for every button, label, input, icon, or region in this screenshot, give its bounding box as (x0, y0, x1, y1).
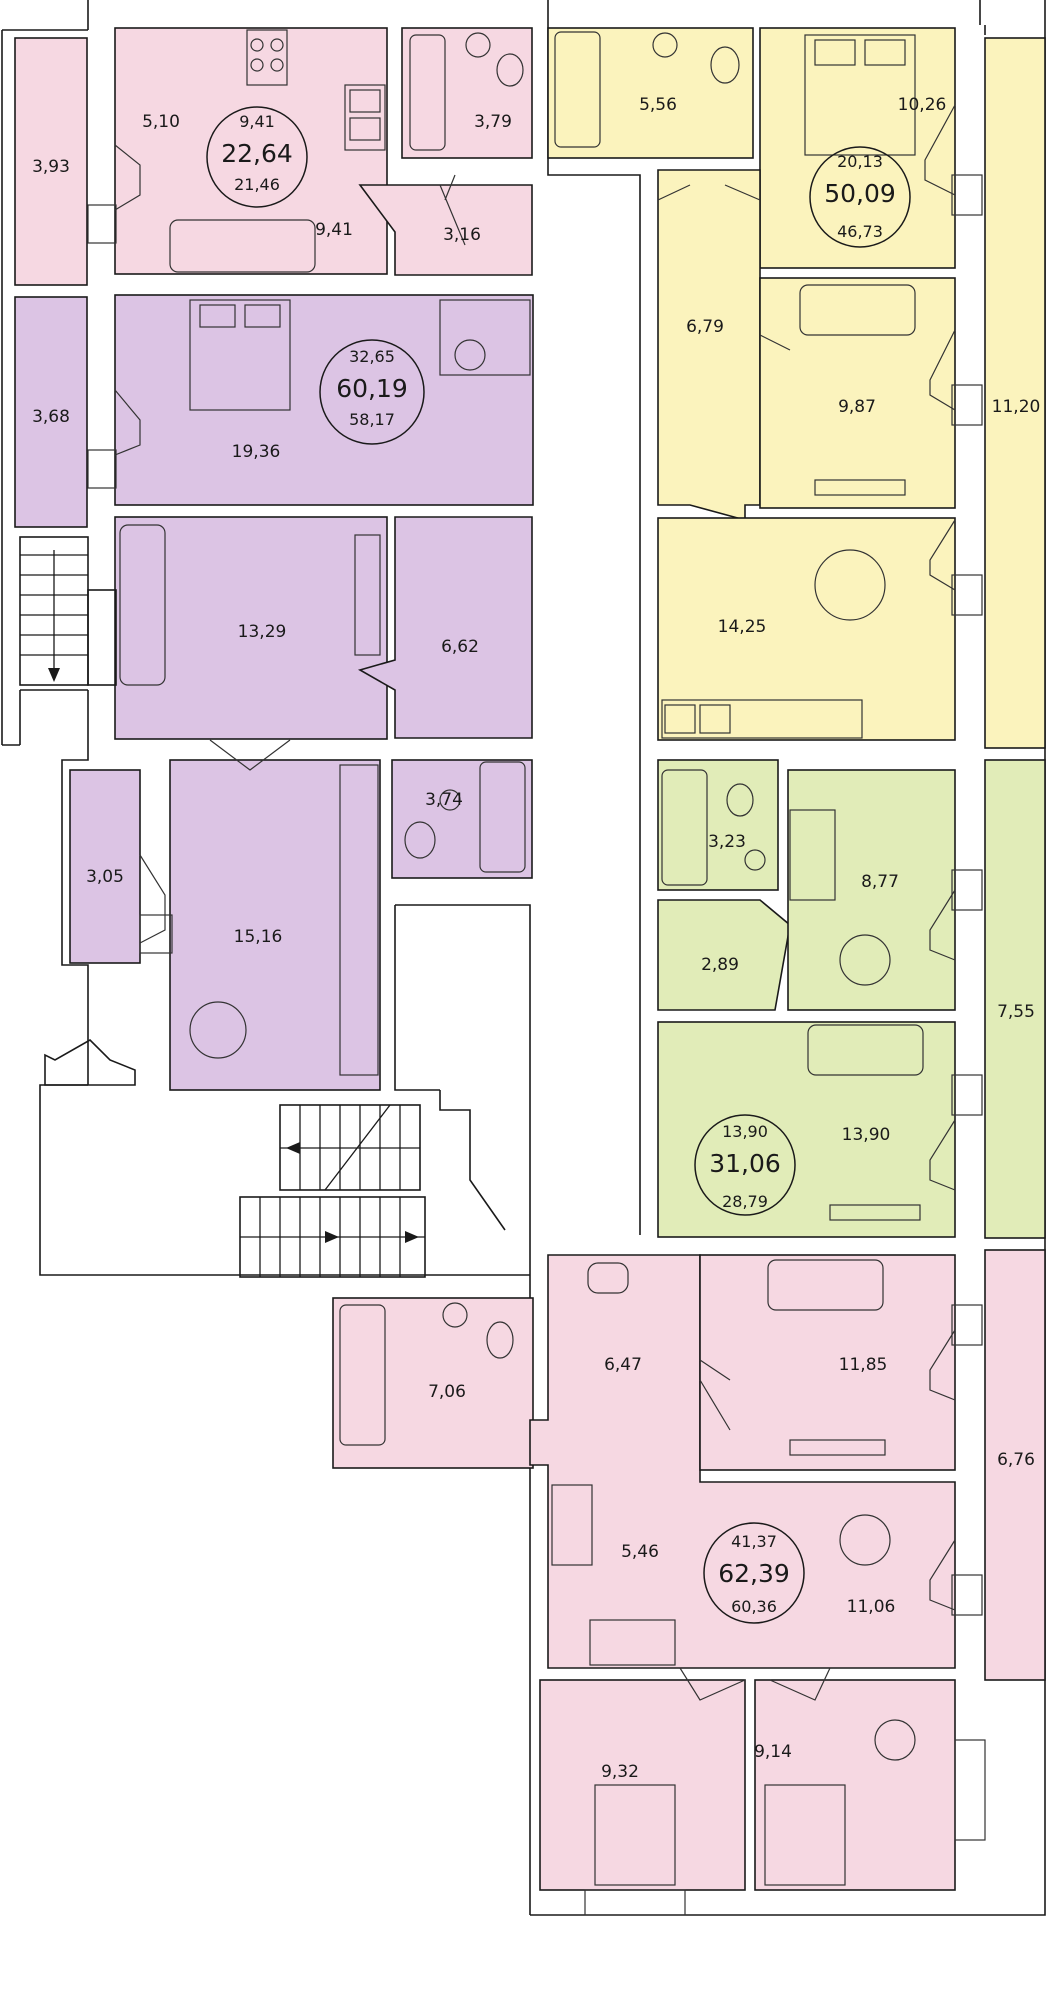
label-510: 5,10 (142, 112, 180, 132)
apartment-apt1 (14, 27, 533, 286)
apt1-total: 22,64 (221, 139, 293, 168)
label-1120: 11,20 (992, 397, 1041, 417)
room-bath-379 (401, 27, 533, 159)
stairs-left (19, 536, 117, 686)
label-305: 3,05 (86, 867, 124, 887)
room-bedroom-1026 (759, 27, 956, 269)
label-755: 7,55 (997, 1002, 1035, 1022)
label-323: 3,23 (708, 832, 746, 852)
label-1516: 15,16 (234, 927, 283, 947)
label-1329: 13,29 (238, 622, 287, 642)
label-941: 9,41 (315, 220, 353, 240)
apartment-apt2 (14, 294, 534, 1091)
label-932: 9,32 (601, 1762, 639, 1782)
room-living-1390 (657, 1021, 956, 1238)
label-877: 8,77 (861, 872, 899, 892)
apt1-living: 9,41 (239, 112, 275, 131)
room-balcony-305 (69, 769, 141, 964)
room-hall-662 (357, 516, 533, 739)
label-546: 5,46 (621, 1542, 659, 1562)
building-walls (1, 0, 1046, 1916)
apartment-apt5 (332, 1249, 1046, 1916)
apt3-area: 46,73 (837, 222, 883, 241)
apt1-area: 21,46 (234, 175, 280, 194)
apt2-living: 32,65 (349, 347, 395, 366)
apt4-area-ring (694, 1114, 796, 1216)
label-1390: 13,90 (842, 1125, 891, 1145)
label-676: 6,76 (997, 1450, 1035, 1470)
room-living-987 (759, 277, 956, 509)
room-hall-316 (358, 184, 533, 276)
apt4-area: 28,79 (722, 1192, 768, 1211)
room-balcony-393 (14, 37, 88, 286)
room-balcony-368 (14, 296, 88, 528)
label-914: 9,14 (754, 1742, 792, 1762)
labels: 3,93 5,10 9,41 3,79 3,16 9,41 22,64 21,4… (32, 95, 1040, 1782)
apt5-living: 41,37 (731, 1532, 777, 1551)
room-hall-289 (657, 899, 791, 1011)
apartment-apt3 (547, 27, 1046, 749)
label-289: 2,89 (701, 955, 739, 975)
label-556: 5,56 (639, 95, 677, 115)
label-1026: 10,26 (898, 95, 947, 115)
label-1936: 19,36 (232, 442, 281, 462)
apt2-area: 58,17 (349, 410, 395, 429)
apt3-living: 20,13 (837, 152, 883, 171)
apartment-apt4 (657, 759, 1046, 1239)
room-hall-679 (657, 169, 761, 522)
label-987: 9,87 (838, 397, 876, 417)
label-706: 7,06 (428, 1382, 466, 1402)
apt4-total: 31,06 (709, 1149, 781, 1178)
room-bath-374 (391, 759, 533, 879)
apt4-living: 13,90 (722, 1122, 768, 1141)
label-679: 6,79 (686, 317, 724, 337)
room-balcony-676 (984, 1249, 1046, 1681)
apt5-total: 62,39 (718, 1559, 790, 1588)
room-studio-2264 (114, 27, 388, 275)
apt5-area: 60,36 (731, 1597, 777, 1616)
stairs-lower (44, 905, 506, 1278)
apt5-area-ring (703, 1522, 805, 1624)
label-379: 3,79 (474, 112, 512, 132)
label-662: 6,62 (441, 637, 479, 657)
apt2-total: 60,19 (336, 374, 408, 403)
apt2-area-ring (319, 339, 425, 445)
label-368: 3,68 (32, 407, 70, 427)
room-kitchen-1425 (657, 517, 956, 741)
room-balcony-755 (984, 759, 1046, 1239)
label-374: 3,74 (425, 790, 463, 810)
room-living-1329 (114, 516, 388, 740)
room-bath-323 (657, 759, 779, 891)
room-bath-706 (332, 1297, 534, 1469)
apt3-total: 50,09 (824, 179, 896, 208)
room-balcony-1120 (984, 37, 1046, 749)
room-bedroom-1936 (114, 294, 534, 506)
label-1425: 14,25 (718, 617, 767, 637)
room-bedroom-1185 (699, 1254, 956, 1471)
label-1106: 11,06 (847, 1597, 896, 1617)
room-kitchen-1516 (169, 759, 381, 1091)
label-393: 3,93 (32, 157, 70, 177)
apt3-area-ring (809, 146, 911, 248)
apt1-area-ring (206, 106, 308, 208)
room-bath-556 (547, 27, 754, 159)
label-1185: 11,85 (839, 1355, 888, 1375)
label-316: 3,16 (443, 225, 481, 245)
label-647: 6,47 (604, 1355, 642, 1375)
